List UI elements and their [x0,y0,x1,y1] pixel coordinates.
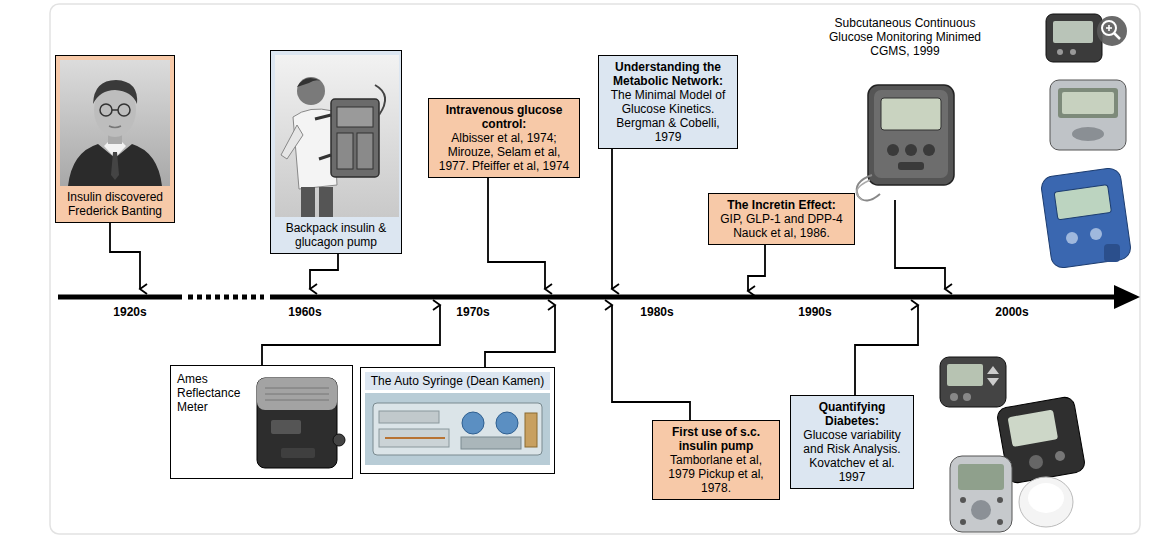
caption-label: Subcutaneous Continuous Glucose Monitori… [825,16,985,58]
box-heading: Intravenous glucose control: [433,103,575,131]
box-text: Albisser et al, 1974; Mirouze, Selam et … [433,131,575,173]
leader-line [110,223,140,289]
portrait-photo [60,60,170,186]
device-box: The Auto Syringe (Dean Kamen) [360,367,555,474]
event-box: First use of s.c. insulin pumpTamborlane… [652,420,780,500]
decade-label: 1920s [105,305,155,319]
box-heading: Understanding the Metabolic Network: [603,60,733,88]
device-photo [1046,14,1102,62]
event-box: Backpack insulin & glucagon pump [270,50,402,254]
box-heading: Quantifying Diabetes: [795,400,909,428]
box-text: Backpack insulin & glucagon pump [275,221,397,249]
timeline-axis [58,285,1140,309]
device-photo [940,357,1006,407]
leader-line [262,305,440,365]
box-heading: First use of s.c. insulin pump [657,425,775,453]
leader-line [612,305,690,420]
box-text: Ames Reflectance Meter [175,370,251,414]
decade-label: 1960s [280,305,330,319]
box-text: Insulin discovered Frederick Banting [60,190,170,218]
leader-line [855,305,918,395]
box-text: Glucose variability and Risk Analysis. K… [795,428,909,484]
decade-label: 1980s [632,305,682,319]
leader-line [748,245,765,291]
leader-line [310,254,338,289]
device-photo [1040,167,1132,269]
leader-line [488,178,545,289]
leader-line [485,305,555,367]
event-box: Understanding the Metabolic Network:The … [598,55,738,149]
device-photo [950,456,1073,532]
box-text: GIP, GLP-1 and DPP-4 Nauck et al, 1986. [713,212,850,240]
event-box: Intravenous glucose control:Albisser et … [428,98,580,178]
device-box: Ames Reflectance Meter [170,365,353,479]
box-text: The Auto Syringe (Dean Kamen) [365,372,550,390]
reflectance-meter-photo [251,370,346,474]
event-box: The Incretin Effect:GIP, GLP-1 and DPP-4… [708,193,855,245]
decade-label: 1970s [448,305,498,319]
event-box: Insulin discovered Frederick Banting [55,55,175,223]
event-box: Quantifying Diabetes:Glucose variability… [790,395,914,489]
page-frame [50,4,1140,534]
leader-line [611,149,613,289]
magnifier-icon [1097,16,1127,46]
auto-syringe-photo [365,393,550,465]
decade-label: 1990s [790,305,840,319]
decade-label: 2000s [987,305,1037,319]
box-text: Tamborlane et al, 1979 Pickup et al, 197… [657,453,775,495]
device-photo [1050,80,1126,150]
leader-line [895,200,945,289]
cgms-device [857,85,954,201]
box-text: The Minimal Model of Glucose Kinetics. B… [603,88,733,144]
backpack-pump-photo [275,55,399,217]
box-heading: The Incretin Effect: [713,198,850,212]
